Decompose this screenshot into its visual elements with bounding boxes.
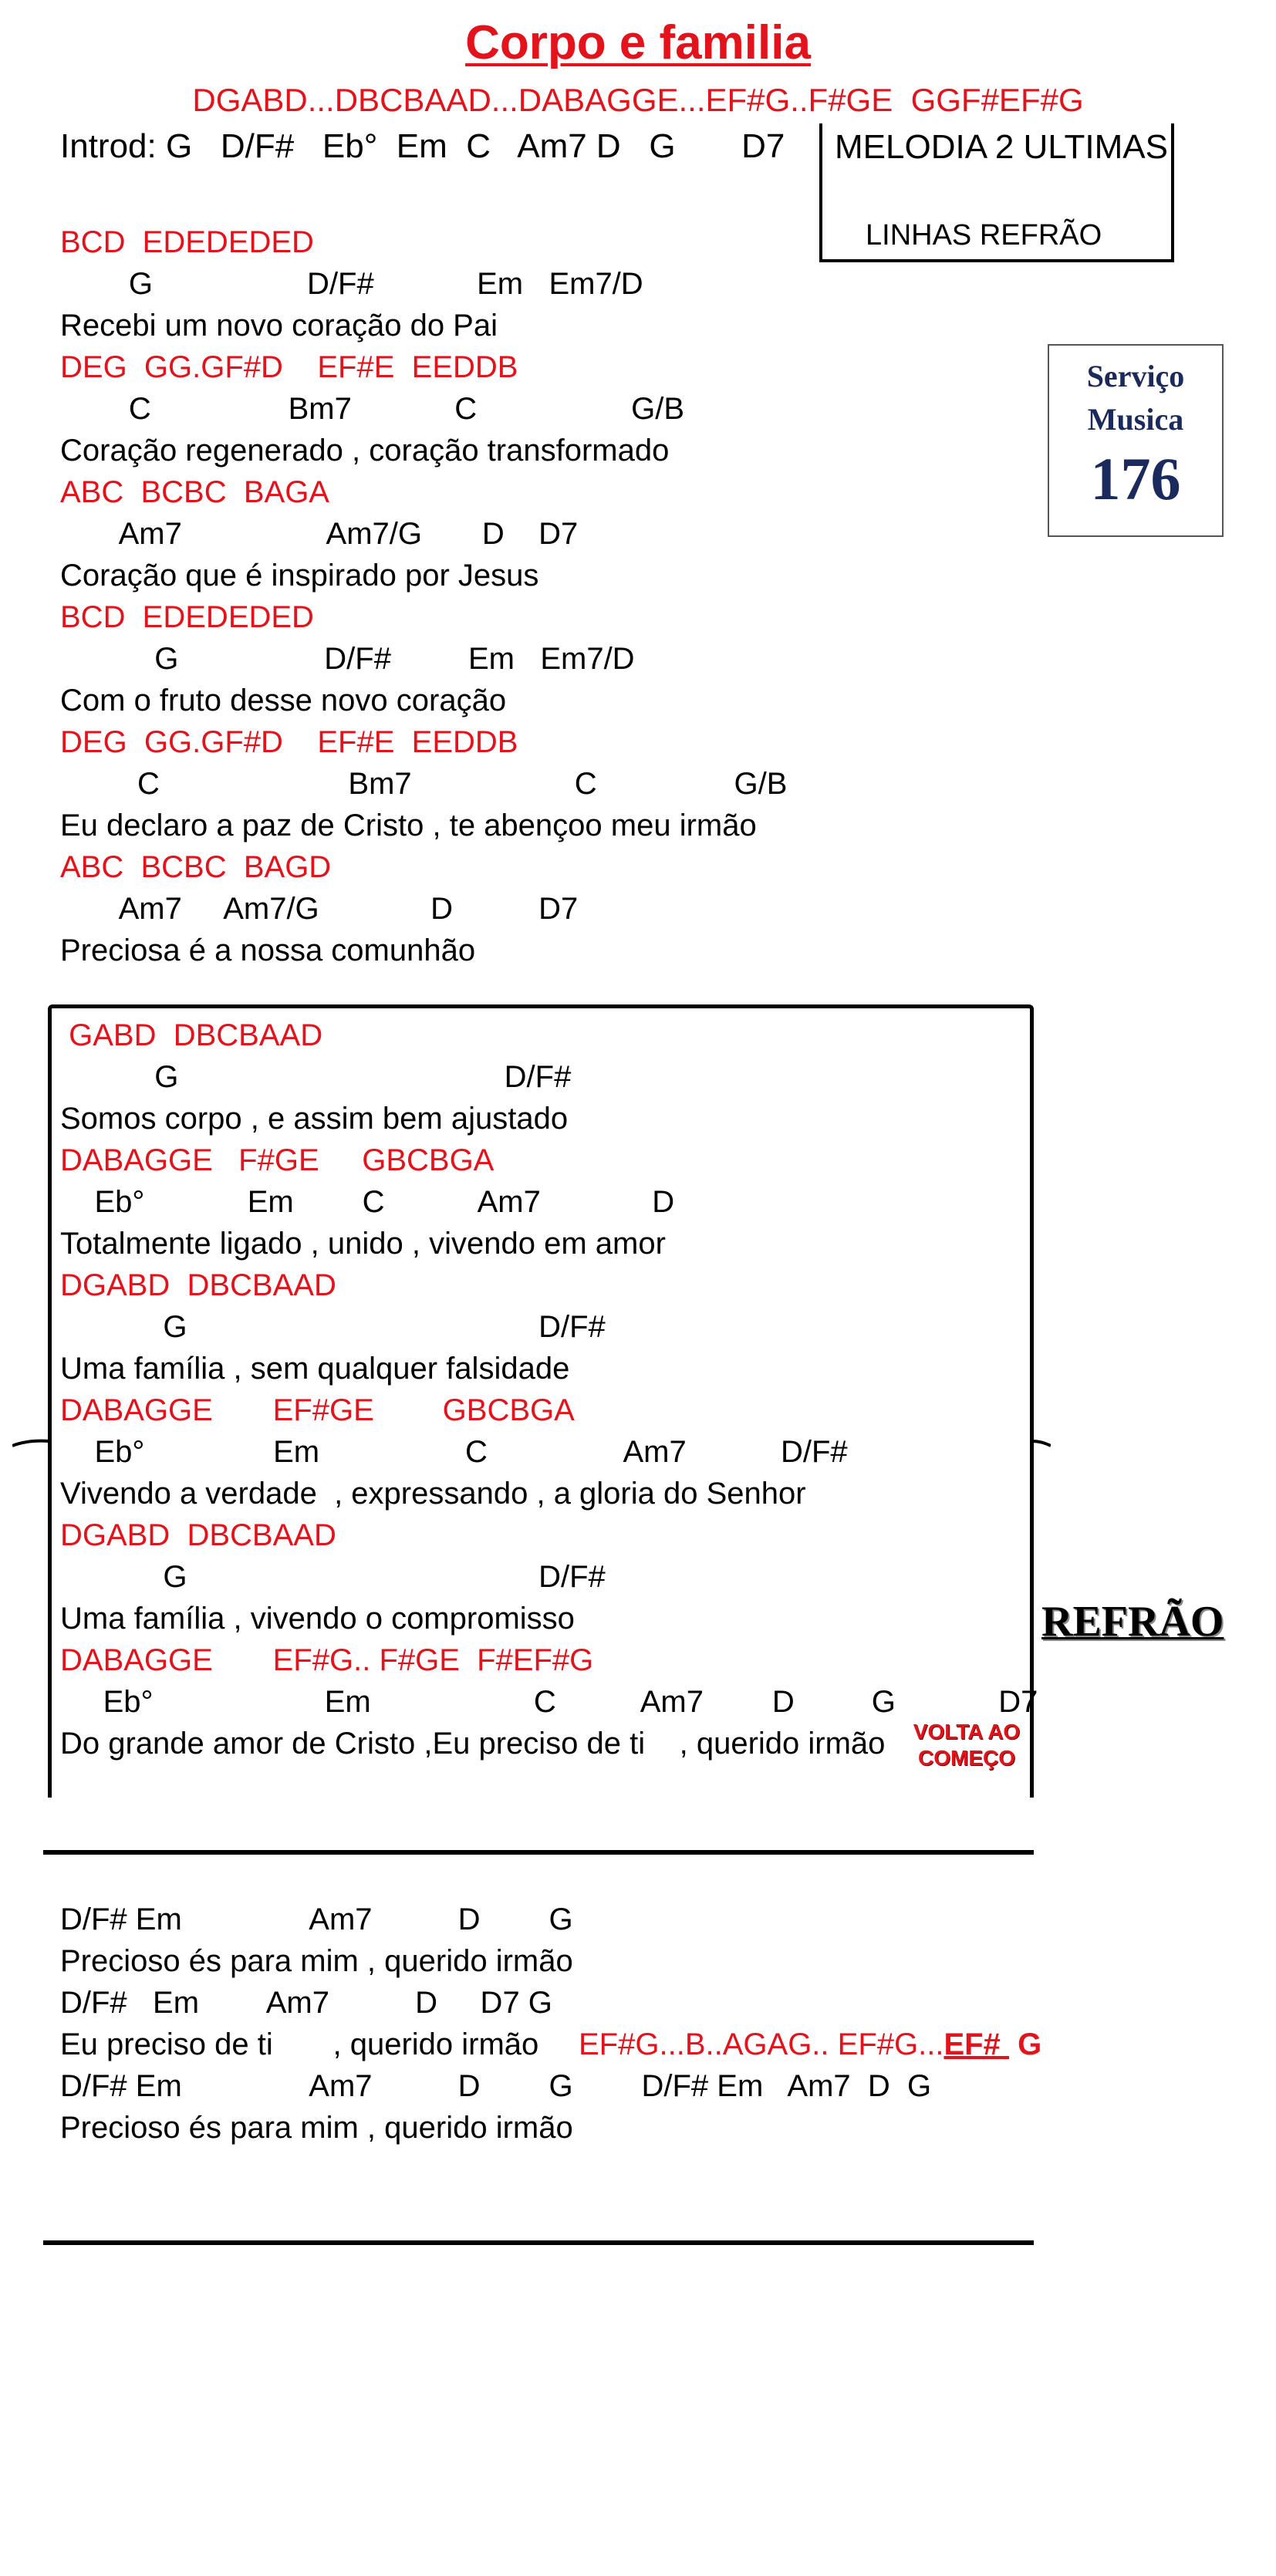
lyric-line: Preciosa é a nossa comunhão bbox=[60, 934, 476, 967]
lyric-line: C Bm7 C G/B bbox=[60, 767, 788, 801]
intro-chords: Introd: G D/F# Eb° Em C Am7 D G D7 bbox=[60, 127, 785, 165]
lyric-line: DGABD DBCBAAD bbox=[60, 1518, 336, 1552]
volta-ao-comeco-note: VOLTA AO COMEÇO bbox=[909, 1719, 1025, 1771]
lyric-line: D/F# Em Am7 D G D/F# Em Am7 D G bbox=[60, 2069, 932, 2103]
lyric-line: Do grande amor de Cristo ,Eu preciso de … bbox=[60, 1727, 886, 1761]
volta-line1: VOLTA AO bbox=[913, 1720, 1021, 1744]
lyric-line: DABAGGE EF#GE GBCBGA bbox=[60, 1393, 575, 1427]
lyric-line: Eb° Em C Am7 D/F# bbox=[60, 1435, 848, 1469]
lyric-line: Somos corpo , e assim bem ajustado bbox=[60, 1102, 569, 1136]
ending-melody-last: G bbox=[1008, 2027, 1042, 2061]
melody-note-box: MELODIA 2 ULTIMAS LINHAS REFRÃO bbox=[819, 123, 1174, 262]
ending-melody-underlined: EF# bbox=[943, 2027, 1009, 2061]
brace-right-icon bbox=[1032, 1440, 1051, 1447]
song-title: Corpo e familia bbox=[465, 16, 811, 69]
lyric-line: G D/F# bbox=[60, 1560, 606, 1594]
lyric-line: Coração regenerado , coração transformad… bbox=[60, 434, 670, 468]
lyric-line: DGABD DBCBAAD bbox=[60, 1268, 336, 1302]
logo-number: 176 bbox=[1090, 445, 1181, 512]
logo-line2: Musica bbox=[1087, 402, 1184, 437]
ending-melody-main: EF#G...B..AGAG.. EF#G... bbox=[579, 2027, 944, 2061]
lyric-line: G D/F# Em Em7/D bbox=[60, 642, 635, 676]
lyric-line: Totalmente ligado , unido , vivendo em a… bbox=[60, 1227, 666, 1261]
lyric-line: Uma família , vivendo o compromisso bbox=[60, 1602, 575, 1636]
lyric-line: G D/F# bbox=[60, 1310, 606, 1344]
lyric-line: Eb° Em C Am7 D bbox=[60, 1185, 675, 1219]
refrao-label: REFRÃO bbox=[1041, 1598, 1224, 1646]
brace-left-icon bbox=[12, 1439, 49, 1447]
ending-melody: EF#G...B..AGAG.. EF#G...EF# G bbox=[579, 2026, 1041, 2063]
lyric-line: ABC BCBC BAGA bbox=[60, 475, 329, 509]
lyric-line: ABC BCBC BAGD bbox=[60, 850, 332, 884]
lyric-line: G D/F# bbox=[60, 1060, 572, 1094]
lyric-line: BCD EDEDEDED bbox=[60, 600, 314, 634]
lyric-line: Eb° Em C Am7 D G D7 bbox=[60, 1685, 1038, 1719]
lyric-line: Recebi um novo coração do Pai bbox=[60, 309, 498, 343]
lyric-line: D/F# Em Am7 D G bbox=[60, 1902, 573, 1936]
chorus-frame bbox=[48, 1004, 1034, 1798]
servico-musica-logo: Serviço Musica 176 bbox=[1048, 344, 1224, 537]
lyric-line: GABD DBCBAAD bbox=[60, 1018, 323, 1052]
lyric-line: Am7 Am7/G D D7 bbox=[60, 517, 579, 551]
lyric-line: Am7 Am7/G D D7 bbox=[60, 892, 579, 926]
lyric-line: DABAGGE EF#G.. F#GE F#EF#G bbox=[60, 1643, 594, 1677]
lyric-line: Coração que é inspirado por Jesus bbox=[60, 559, 539, 593]
melody-box-line1: MELODIA 2 ULTIMAS bbox=[835, 128, 1168, 166]
lyric-line: D/F# Em Am7 D D7 G bbox=[60, 1986, 552, 2020]
lyric-line: Uma família , sem qualquer falsidade bbox=[60, 1352, 570, 1386]
lyric-line: C Bm7 C G/B bbox=[60, 392, 685, 426]
lyric-line: Eu preciso de ti , querido irmão bbox=[60, 2027, 539, 2061]
lyric-line: G D/F# Em Em7/D bbox=[60, 267, 643, 301]
melody-notes-header: DGABD...DBCBAAD...DABAGGE...EF#G..F#GE G… bbox=[192, 82, 1084, 118]
lyric-line: Eu declaro a paz de Cristo , te abençoo … bbox=[60, 809, 757, 842]
section-divider bbox=[43, 2240, 1034, 2245]
lyric-line: DABAGGE F#GE GBCBGA bbox=[60, 1143, 495, 1177]
volta-line2: COMEÇO bbox=[918, 1746, 1015, 1770]
lyric-line: DEG GG.GF#D EF#E EEDDB bbox=[60, 725, 518, 759]
melody-box-line2: LINHAS REFRÃO bbox=[866, 219, 1102, 252]
lyric-line: Precioso és para mim , querido irmão bbox=[60, 2111, 573, 2145]
lyric-line: BCD EDEDEDED bbox=[60, 225, 314, 259]
logo-line1: Serviço bbox=[1086, 359, 1185, 393]
lyric-line: Vivendo a verdade , expressando , a glor… bbox=[60, 1477, 806, 1511]
lyric-line: Precioso és para mim , querido irmão bbox=[60, 1944, 573, 1978]
section-divider bbox=[43, 1850, 1034, 1855]
lyric-line: Com o fruto desse novo coração bbox=[60, 684, 507, 717]
lyric-line: DEG GG.GF#D EF#E EEDDB bbox=[60, 350, 518, 384]
